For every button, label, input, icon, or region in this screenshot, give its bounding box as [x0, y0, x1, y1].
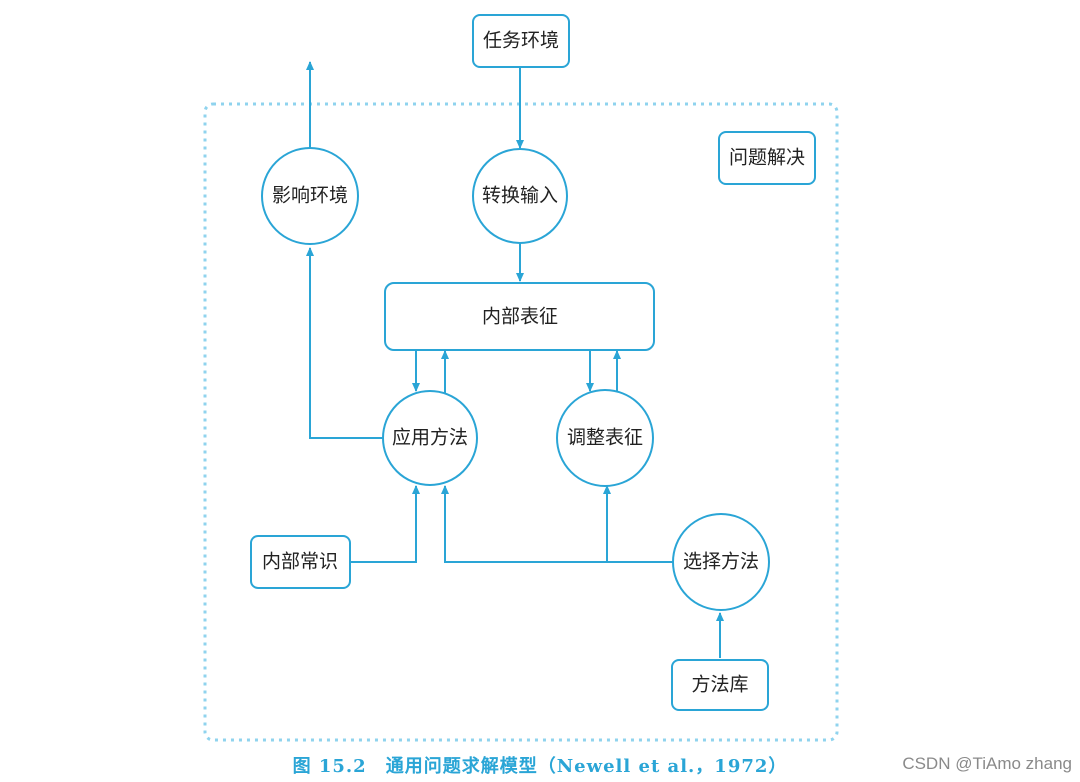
adjust-repr-label: 调整表征: [567, 427, 643, 449]
select-method-label: 选择方法: [683, 551, 759, 573]
internal-knowledge-label: 内部常识: [262, 551, 338, 573]
node-transform-input: 转换输入: [472, 148, 568, 244]
node-internal-knowledge: 内部常识: [250, 535, 351, 589]
task-env-label: 任务环境: [483, 30, 559, 52]
method-library-label: 方法库: [691, 674, 748, 696]
arrow-apply-to-affect: [306, 247, 383, 439]
figure-caption: 图 15.2 通用问题求解模型（Newell et al.，1972）: [292, 756, 788, 777]
node-method-library: 方法库: [671, 659, 769, 711]
node-apply-method: 应用方法: [382, 390, 478, 486]
node-adjust-repr: 调整表征: [556, 389, 654, 487]
watermark: CSDN @TiAmo zhang: [902, 754, 1072, 773]
node-internal-repr: 内部表征: [384, 282, 655, 351]
problem-solving-boundary: [203, 102, 839, 742]
apply-method-label: 应用方法: [392, 427, 468, 449]
internal-repr-label: 内部表征: [482, 306, 558, 328]
arrow-select-to-apply: [441, 485, 673, 563]
node-problem-solving: 问题解决: [718, 131, 816, 185]
node-affect-env: 影响环境: [261, 147, 359, 245]
node-select-method: 选择方法: [672, 513, 770, 611]
problem-solving-label: 问题解决: [729, 147, 805, 169]
node-task-env: 任务环境: [472, 14, 570, 68]
arrow-knowledge-to-apply: [350, 485, 420, 563]
transform-input-label: 转换输入: [482, 185, 558, 207]
affect-env-label: 影响环境: [272, 185, 348, 207]
connectors: [306, 61, 724, 658]
